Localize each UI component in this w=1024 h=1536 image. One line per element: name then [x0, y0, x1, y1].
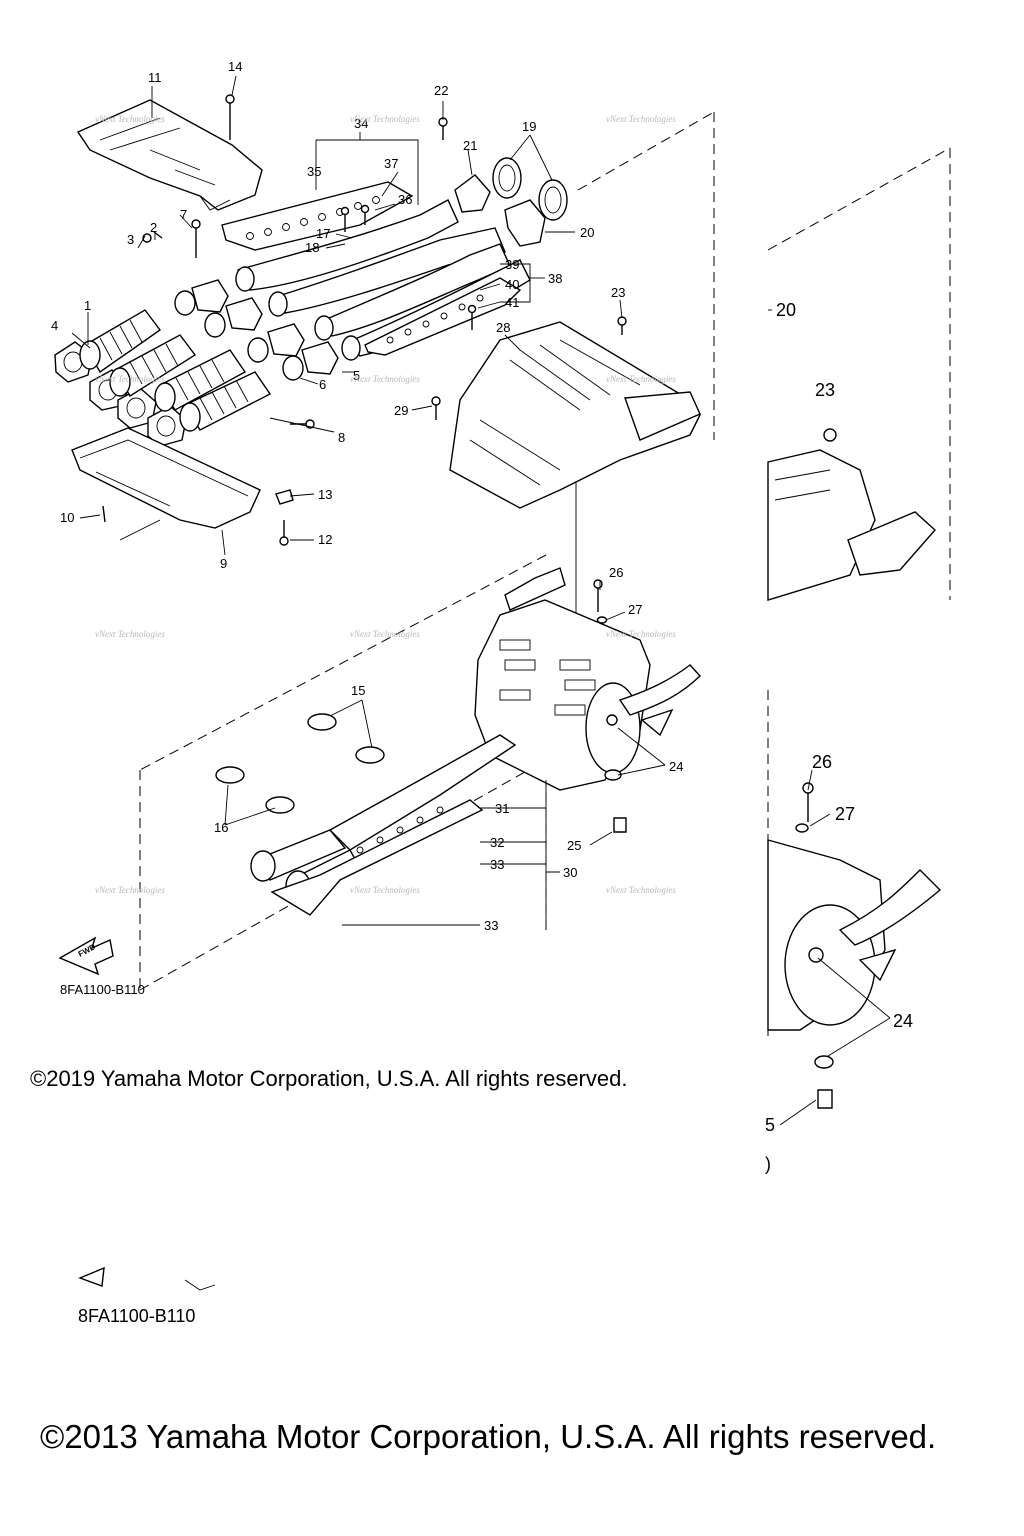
- copyright-outer: ©2013 Yamaha Motor Corporation, U.S.A. A…: [40, 1418, 937, 1455]
- callout-30: 30: [563, 865, 577, 880]
- diagram-code-repeat: 8FA1100-B110: [78, 1306, 196, 1326]
- callout-40: 40: [505, 277, 519, 292]
- right-callout-26: 26: [812, 752, 832, 772]
- callout-2: 2: [150, 220, 157, 235]
- callout-33b: 33: [484, 918, 498, 933]
- callout-1: 1: [84, 298, 91, 313]
- callout-26: 26: [609, 565, 623, 580]
- callout-17: 17: [316, 226, 330, 241]
- right-callout-24: 24: [893, 1011, 913, 1031]
- callout-36: 36: [398, 192, 412, 207]
- svg-text:vNext Technologies: vNext Technologies: [350, 114, 420, 124]
- callout-35: 35: [307, 164, 321, 179]
- callout-5: 5: [353, 368, 360, 383]
- callout-6: 6: [319, 377, 326, 392]
- fwd-arrow-icon: [58, 936, 114, 976]
- main-muffler: [474, 567, 701, 833]
- callout-13: 13: [318, 487, 332, 502]
- svg-text:vNext Technologies: vNext Technologies: [95, 629, 165, 639]
- callout-12: 12: [318, 532, 332, 547]
- heat-shield-lower: [71, 427, 261, 529]
- mid-pipe: [250, 734, 517, 916]
- callout-29: 29: [394, 403, 408, 418]
- right-callout-27: 27: [835, 804, 855, 824]
- svg-text:vNext Technologies: vNext Technologies: [350, 885, 420, 895]
- lower-bracket: [364, 277, 522, 356]
- header-bracket: [221, 181, 414, 251]
- callout-25: 25: [567, 838, 581, 853]
- callout-19: 19: [522, 119, 536, 134]
- right-panel: [78, 428, 942, 1291]
- joint-rings: [454, 157, 568, 247]
- callout-28: 28: [496, 320, 510, 335]
- svg-text:vNext Technologies: vNext Technologies: [95, 374, 165, 384]
- right-callout-paren: ): [765, 1154, 771, 1174]
- callout-11: 11: [148, 70, 162, 85]
- copyright-inner: ©2019 Yamaha Motor Corporation, U.S.A. A…: [30, 1066, 628, 1091]
- heat-shield-top: [76, 99, 263, 211]
- callout-15: 15: [351, 683, 365, 698]
- callout-27: 27: [628, 602, 642, 617]
- callout-18: 18: [305, 240, 319, 255]
- callout-38: 38: [548, 271, 562, 286]
- callout-23: 23: [611, 285, 625, 300]
- svg-text:vNext Technologies: vNext Technologies: [350, 629, 420, 639]
- callout-41: 41: [505, 295, 519, 310]
- callout-7: 7: [180, 207, 187, 222]
- leader-lines: [71, 75, 891, 1126]
- diagram-code: 8FA1100-B110: [60, 982, 145, 997]
- callout-21: 21: [463, 138, 477, 153]
- callout-39: 39: [505, 257, 519, 272]
- callout-31: 31: [495, 801, 509, 816]
- svg-text:vNext Technologies: vNext Technologies: [606, 629, 676, 639]
- callout-10: 10: [60, 510, 74, 525]
- callout-8: 8: [338, 430, 345, 445]
- svg-text:vNext Technologies: vNext Technologies: [606, 885, 676, 895]
- right-callout-23: 23: [815, 380, 835, 400]
- svg-text:vNext Technologies: vNext Technologies: [95, 885, 165, 895]
- callout-22: 22: [434, 83, 448, 98]
- callout-16: 16: [214, 820, 228, 835]
- rubber-plugs: [215, 713, 385, 814]
- callout-37: 37: [384, 156, 398, 171]
- right-callout-5: 5: [765, 1115, 775, 1135]
- callout-9: 9: [220, 556, 227, 571]
- svg-text:vNext Technologies: vNext Technologies: [350, 374, 420, 384]
- callout-labels: 1 2 3 4 5 6 7 8 9 10 11 12 13 14 15 16 1…: [51, 59, 913, 1174]
- callout-34: 34: [354, 116, 368, 131]
- callout-20: 20: [580, 225, 594, 240]
- svg-text:vNext Technologies: vNext Technologies: [606, 374, 676, 384]
- fasteners: [102, 94, 627, 546]
- callout-24: 24: [669, 759, 683, 774]
- callout-3: 3: [127, 232, 134, 247]
- right-callout-20: 20: [776, 300, 796, 320]
- muffler-cover: [449, 321, 701, 509]
- svg-text:vNext Technologies: vNext Technologies: [606, 114, 676, 124]
- manifold-assembly: [54, 279, 339, 447]
- callout-33: 33: [490, 857, 504, 872]
- callout-4: 4: [51, 318, 58, 333]
- callout-14: 14: [228, 59, 242, 74]
- watermarks: vNext Technologies vNext Technologies vN…: [95, 114, 676, 895]
- svg-text:vNext Technologies: vNext Technologies: [95, 114, 165, 124]
- callout-32: 32: [490, 835, 504, 850]
